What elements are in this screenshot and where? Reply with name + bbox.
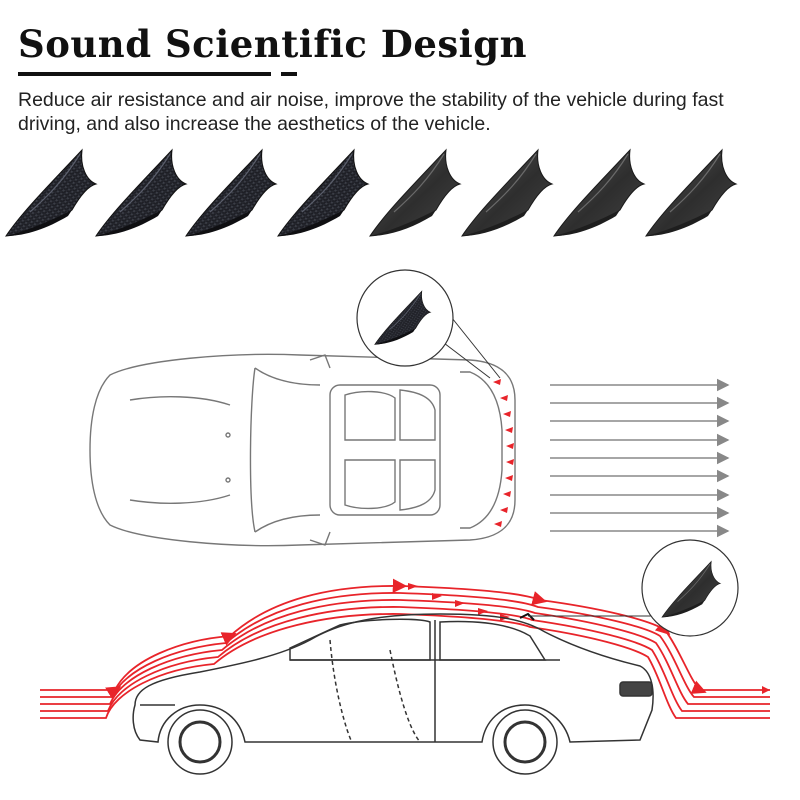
page-title: Sound Scientific Design [18,22,528,66]
airflow-arrows [550,378,730,538]
airflow-lines [40,578,770,719]
car-side-view [132,612,654,775]
car-top-view [89,353,516,547]
spoiler-zoom-callout [356,269,501,379]
spoiler-placement-markers [493,379,514,527]
rear-spoiler-zoom-callout [528,539,739,637]
title-underline [18,72,271,76]
title-underline-dash [281,72,297,76]
description-text: Reduce air resistance and air noise, imp… [18,89,724,135]
